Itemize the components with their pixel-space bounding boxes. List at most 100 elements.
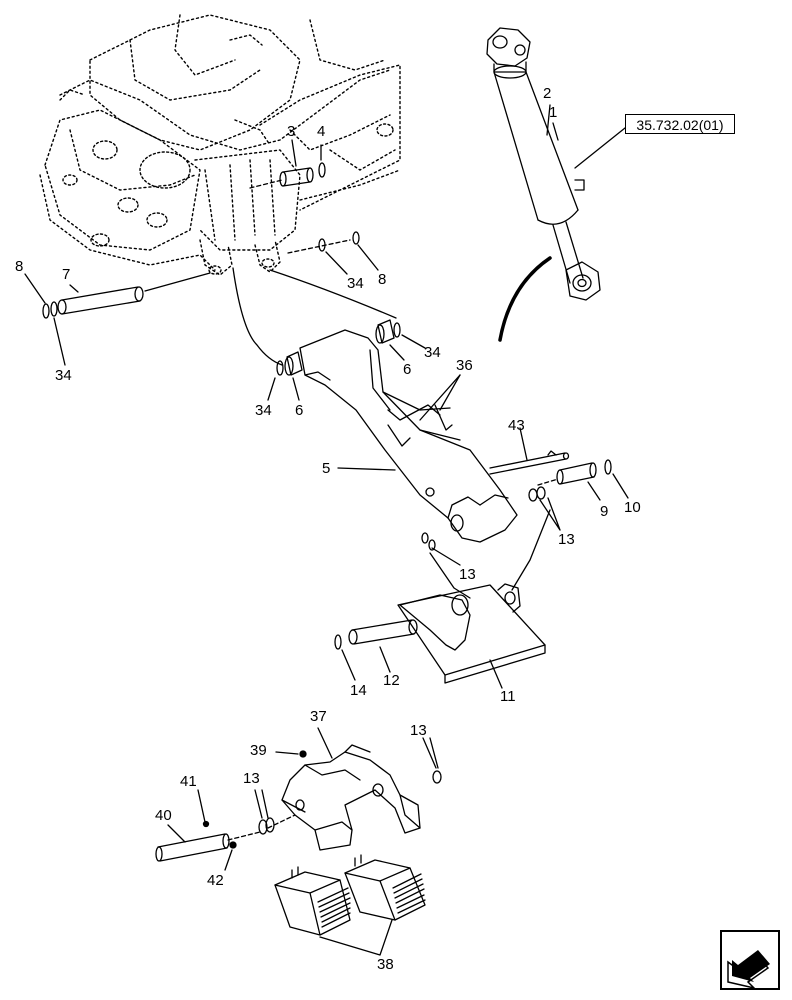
nut-13-pair-left <box>421 532 436 551</box>
arm-5 <box>299 329 518 543</box>
callout-10[interactable]: 10 <box>624 499 641 516</box>
callout-34[interactable]: 34 <box>255 402 272 419</box>
bolt-41 <box>202 820 210 828</box>
leader-10 <box>612 473 629 499</box>
callout-12[interactable]: 12 <box>383 672 400 689</box>
leader-5 <box>337 467 396 471</box>
nut-13-lower <box>258 817 275 835</box>
pin-9 <box>556 462 597 485</box>
leader-3 <box>291 139 297 167</box>
washer-14 <box>334 634 342 650</box>
leader-38 <box>319 919 393 956</box>
leader-ref <box>574 127 626 169</box>
weight-block-38-right <box>344 854 426 921</box>
washer-34-lower <box>276 360 284 376</box>
callout-4[interactable]: 4 <box>317 123 326 140</box>
callout-43[interactable]: 43 <box>508 417 525 434</box>
leader-11 <box>489 659 503 689</box>
leader-14 <box>341 649 356 681</box>
callout-5[interactable]: 5 <box>322 460 331 477</box>
callout-34[interactable]: 34 <box>424 344 441 361</box>
callout-14[interactable]: 14 <box>350 682 367 699</box>
leader-13b <box>431 547 461 566</box>
callout-11[interactable]: 11 <box>500 688 516 705</box>
weight-block-38-left <box>274 866 351 936</box>
bolt-39 <box>299 750 307 758</box>
pin-40 <box>155 833 230 862</box>
centerline-3 <box>249 179 283 189</box>
callout-34[interactable]: 34 <box>55 367 72 384</box>
leader-13c <box>422 737 439 769</box>
pin-7 <box>57 286 144 315</box>
leader-2 <box>546 104 551 136</box>
leader-13d <box>254 789 269 819</box>
callout-9[interactable]: 9 <box>600 503 609 520</box>
leader-13a <box>539 497 561 531</box>
callout-13[interactable]: 13 <box>410 722 427 739</box>
bushing-6-right <box>375 319 395 344</box>
bushing-6-left <box>284 351 303 376</box>
leader-34c <box>267 377 276 401</box>
nut-42 <box>229 841 237 849</box>
pin-43 <box>489 450 570 475</box>
leader-36b <box>439 374 461 411</box>
washer-34-upper <box>393 322 401 338</box>
callout-38[interactable]: 38 <box>377 956 394 973</box>
bracket-11 <box>397 583 546 684</box>
callout-41[interactable]: 41 <box>180 773 197 790</box>
chassis-frame-outline <box>39 14 401 276</box>
callout-37[interactable]: 37 <box>310 708 327 725</box>
clip-36 <box>387 404 453 447</box>
callout-6[interactable]: 6 <box>403 361 412 378</box>
leader-34 <box>53 317 66 366</box>
leader-1 <box>552 122 559 141</box>
callout-42[interactable]: 42 <box>207 872 224 889</box>
next-page-button[interactable] <box>720 930 780 990</box>
washer-4 <box>318 162 326 178</box>
callout-40[interactable]: 40 <box>155 807 172 824</box>
bracket-37 <box>281 744 421 851</box>
leader-12 <box>379 646 391 673</box>
callout-3[interactable]: 3 <box>287 123 296 140</box>
callout-13[interactable]: 13 <box>243 770 260 787</box>
leader-6b <box>389 344 405 361</box>
callout-6[interactable]: 6 <box>295 402 304 419</box>
leader-8 <box>24 273 46 304</box>
washer-8-right <box>352 231 360 245</box>
callout-39[interactable]: 39 <box>250 742 267 759</box>
callout-8[interactable]: 8 <box>378 271 387 288</box>
leader-9 <box>587 481 601 501</box>
leader-40 <box>167 824 186 843</box>
callout-34[interactable]: 34 <box>347 275 364 292</box>
leader-43 <box>519 427 528 461</box>
pin-3 <box>279 167 314 187</box>
leader-36a <box>419 374 461 421</box>
callout-13[interactable]: 13 <box>459 566 476 583</box>
washer-34-left <box>50 301 58 317</box>
leader-34b <box>325 251 348 275</box>
callout-8[interactable]: 8 <box>15 258 24 275</box>
hydraulic-cylinder <box>486 27 601 301</box>
callout-2[interactable]: 2 <box>543 85 552 102</box>
leader-8b <box>357 244 379 271</box>
leader-7 <box>69 284 79 293</box>
leader-6a <box>292 377 300 401</box>
callout-7[interactable]: 7 <box>62 266 71 283</box>
leader-34d <box>401 334 426 349</box>
callout-1[interactable]: 1 <box>549 104 558 121</box>
callout-36[interactable]: 36 <box>456 357 473 374</box>
leader-39 <box>275 751 299 755</box>
next-page-arrow-icon <box>727 950 770 990</box>
washer-10 <box>604 459 612 475</box>
leader-42 <box>224 849 233 871</box>
pin-7-line <box>144 272 211 292</box>
chassis-bores <box>62 123 394 275</box>
reference-link-box[interactable]: 35.732.02(01) <box>625 114 735 134</box>
pin-12 <box>348 619 418 645</box>
washer-8-left <box>42 303 50 319</box>
nut-13-upper <box>432 770 442 784</box>
callout-13[interactable]: 13 <box>558 531 575 548</box>
leader-41 <box>197 789 206 823</box>
nut-13-pair-right <box>528 486 546 502</box>
